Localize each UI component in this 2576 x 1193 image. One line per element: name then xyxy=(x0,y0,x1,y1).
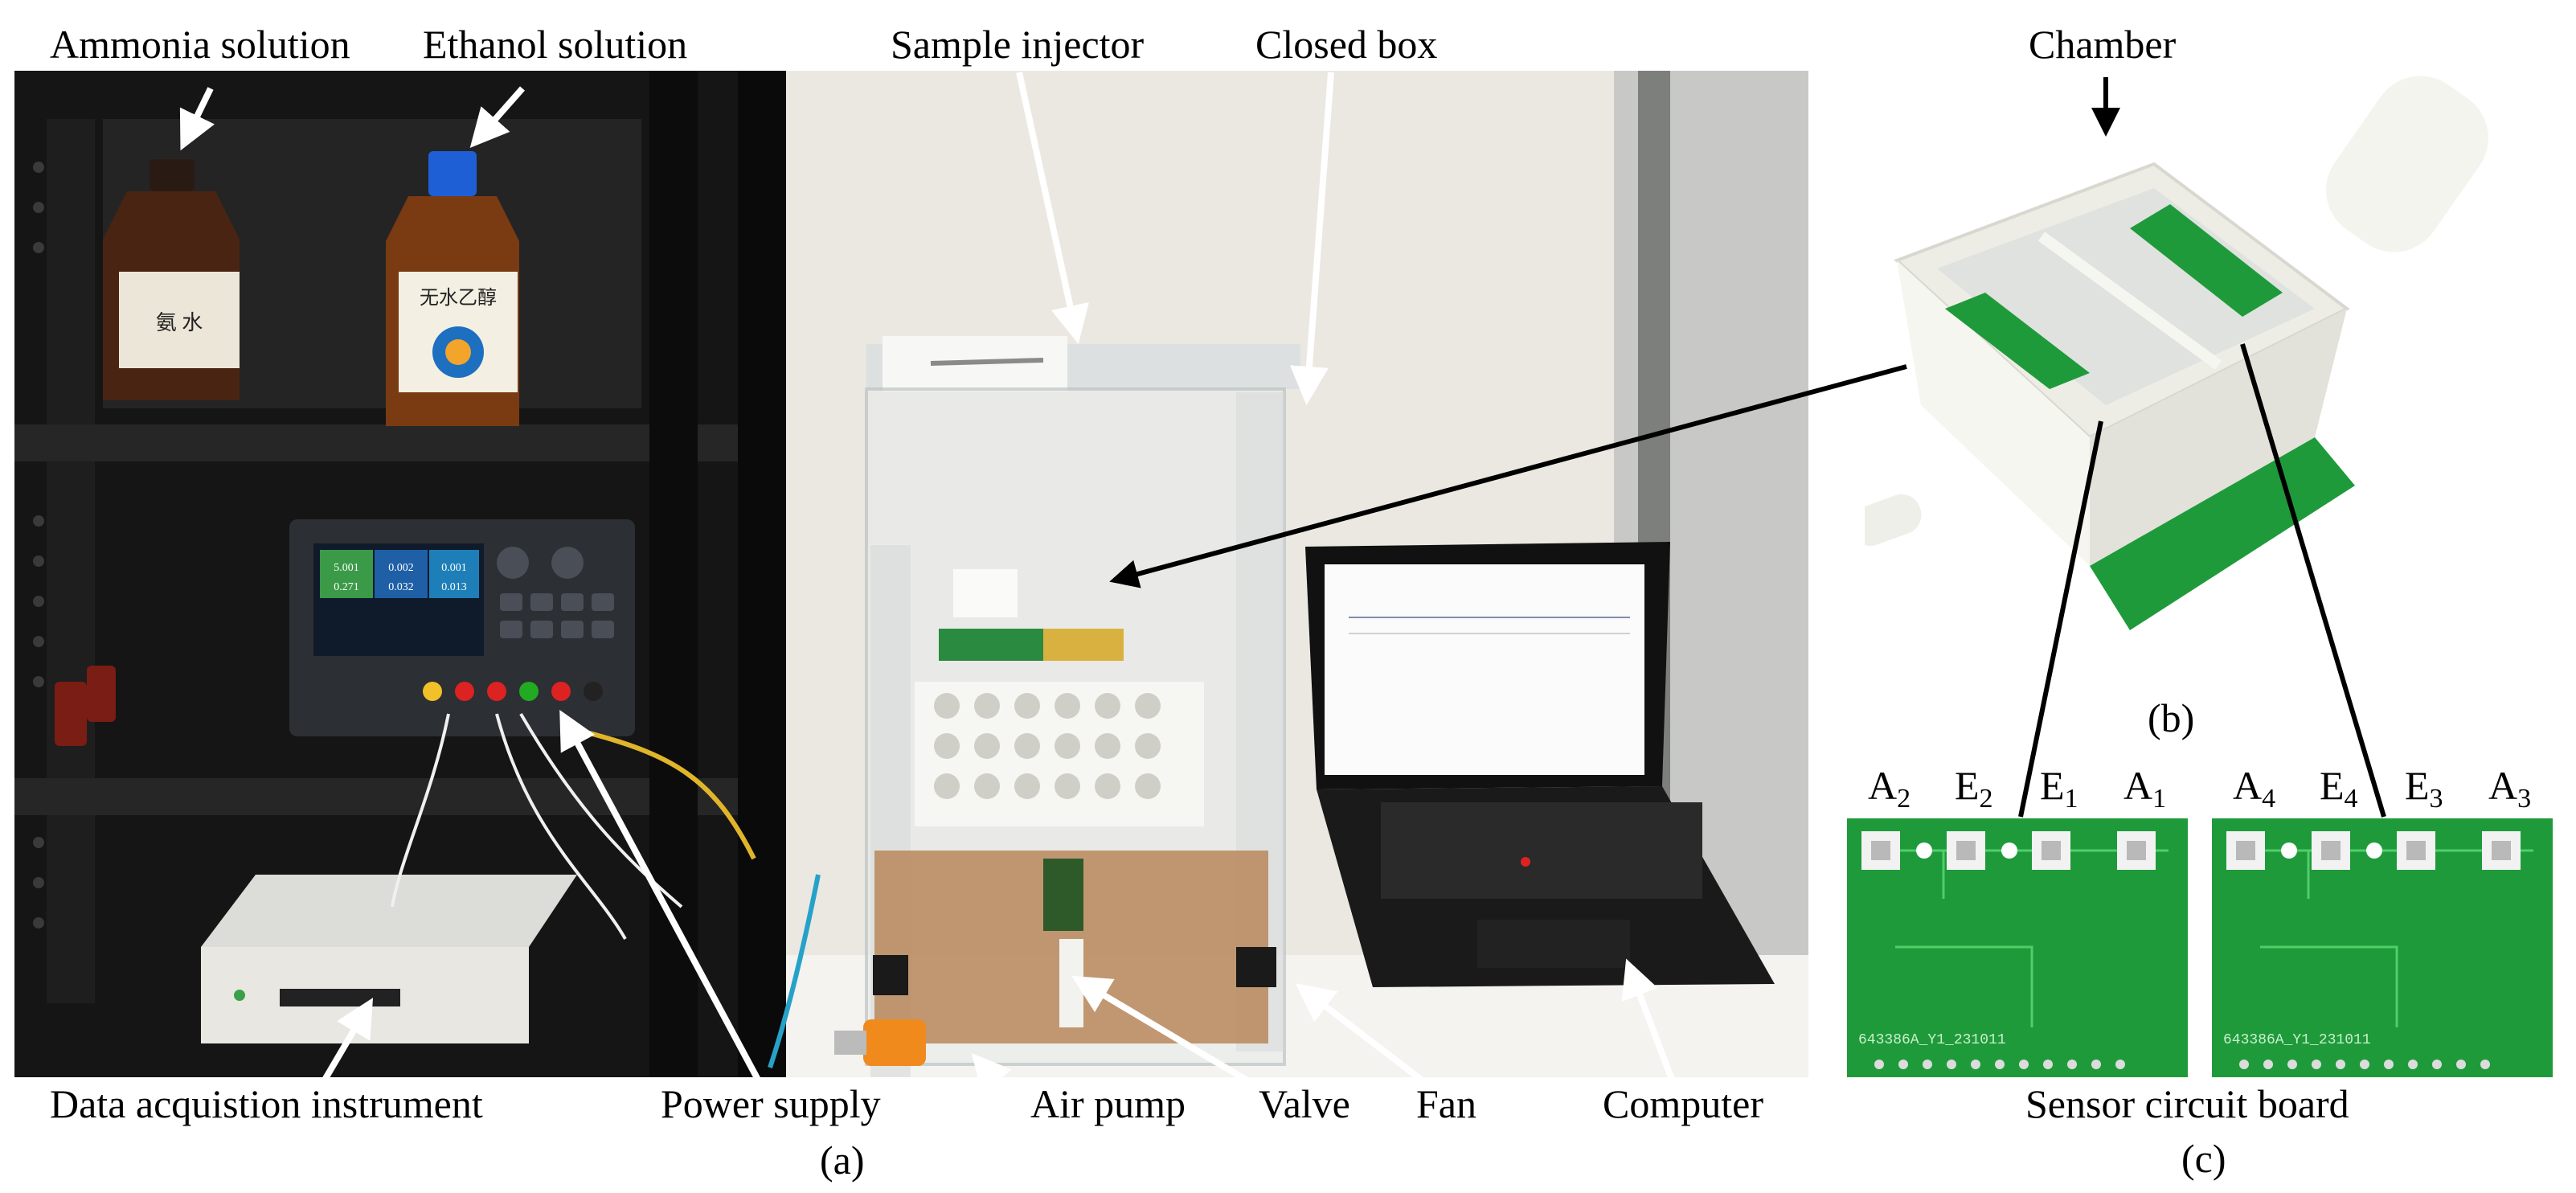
caption-a: (a) xyxy=(820,1138,865,1183)
arrow-ammonia xyxy=(179,87,215,151)
pcb-board-2-code: 643386A_Y1_231011 xyxy=(2223,1032,2371,1048)
ammonia-bottle-label: 氨 水 xyxy=(156,311,203,334)
sensor-label-a3: A3 xyxy=(2488,763,2532,814)
arrow-daq xyxy=(318,998,374,1088)
label-closed-box: Closed box xyxy=(1255,22,1438,67)
label-daq: Data acquistion instrument xyxy=(50,1081,483,1126)
label-sensor-board: Sensor circuit board xyxy=(2025,1081,2349,1126)
display-i3: 0.013 xyxy=(441,581,467,593)
pcb-board-1-drawing: 643386A_Y1_231011 xyxy=(1858,831,2169,1069)
label-power: Power supply xyxy=(661,1081,881,1126)
sensor-label-a2: A2 xyxy=(1868,763,1911,814)
arrow-chamber-to-box xyxy=(1109,364,1907,588)
pcb-board-2-drawing: 643386A_Y1_231011 xyxy=(2223,831,2533,1069)
arrow-ethanol xyxy=(469,86,525,148)
air-pump xyxy=(834,1019,926,1066)
power-supply-unit: 5.001 0.002 0.001 0.271 0.032 0.013 xyxy=(289,519,635,736)
label-air-pump: Air pump xyxy=(1030,1081,1186,1126)
arrow-injector xyxy=(1016,72,1089,344)
label-injector: Sample injector xyxy=(891,22,1145,67)
daq-device xyxy=(201,875,577,1043)
laptop xyxy=(1305,542,1775,987)
pcb-board-2: 643386A_Y1_231011 xyxy=(2212,818,2553,1077)
sensor-label-a1: A1 xyxy=(2123,763,2167,814)
pcb-board-1-code: 643386A_Y1_231011 xyxy=(1858,1032,2006,1048)
display-v1: 5.001 xyxy=(334,562,359,574)
sensor-label-e4: E4 xyxy=(2320,763,2358,814)
label-valve: Valve xyxy=(1259,1081,1350,1126)
lab-setup-drawing: 氨 水 无水乙醇 5.001 0.002 xyxy=(14,71,1808,1077)
label-computer: Computer xyxy=(1603,1081,1763,1126)
arrow-computer xyxy=(1621,958,1677,1085)
lab-setup-photo: 氨 水 无水乙醇 5.001 0.002 xyxy=(14,71,1808,1077)
ammonia-bottle: 氨 水 xyxy=(103,159,240,400)
label-ammonia: Ammonia solution xyxy=(50,22,350,67)
sensor-label-e1: E1 xyxy=(2040,763,2078,814)
leader-board-2 xyxy=(2240,343,2386,818)
display-i1: 0.271 xyxy=(334,581,359,593)
chamber-drawing xyxy=(1865,76,2488,630)
label-fan: Fan xyxy=(1416,1081,1476,1126)
arrow-air-pump xyxy=(971,1052,1012,1095)
arrow-valve xyxy=(1071,975,1260,1090)
display-v3: 0.001 xyxy=(441,562,467,574)
arrow-closed-box xyxy=(1290,72,1334,405)
caption-c: (c) xyxy=(2181,1136,2226,1181)
sensor-label-e2: E2 xyxy=(1955,763,1993,814)
caption-b: (b) xyxy=(2148,695,2195,740)
pcb-board-1: 643386A_Y1_231011 xyxy=(1847,818,2188,1077)
arrow-power-supply xyxy=(559,709,767,1092)
display-i2: 0.032 xyxy=(388,581,414,593)
closed-acrylic-box xyxy=(865,336,1300,1077)
sensor-label-a4: A4 xyxy=(2233,763,2276,814)
sensor-label-e3: E3 xyxy=(2405,763,2443,814)
ethanol-bottle-label: 无水乙醇 xyxy=(420,287,497,309)
chamber-photo xyxy=(1865,68,2556,666)
label-ethanol: Ethanol solution xyxy=(423,22,688,67)
display-v2: 0.002 xyxy=(388,562,414,574)
arrow-fan xyxy=(1295,983,1433,1090)
leader-board-1 xyxy=(2018,420,2103,818)
ethanol-bottle: 无水乙醇 xyxy=(386,151,519,426)
label-chamber: Chamber xyxy=(2029,22,2177,67)
